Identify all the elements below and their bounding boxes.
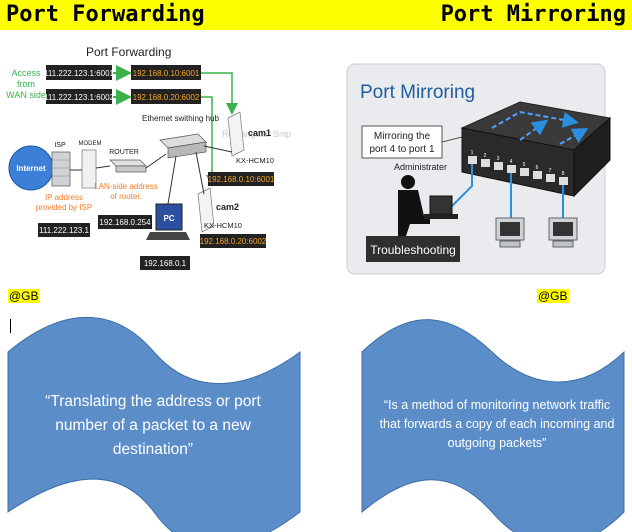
pm-callout [361,125,443,159]
lan-note-1: LAN-side address [94,182,158,191]
modem-device [81,149,97,189]
router-device [109,159,147,167]
pc-screen [155,203,183,231]
isp-note-1: IP address [45,193,83,202]
isp-note-2: provided by ISP [36,203,92,212]
definition-left: “Translating the address or port number … [45,393,261,458]
lan1-text: 192.168.0.10:6001 [133,69,200,78]
svg-text:7: 7 [549,168,552,174]
route-to-cam1 [201,72,238,115]
port-mirroring-diagram: Port Mirroring Mirroring the port 4 to p… [346,63,612,275]
pc-keyboard [146,232,190,240]
router-label: ROUTER [109,149,139,156]
port-mirroring-title: Port Mirroring [440,2,626,27]
pm-mirror-arrow-1 [491,110,579,129]
cam2-device [197,187,215,233]
lan1-box [131,65,201,80]
wan2-box [46,89,112,104]
wan1-text: 111.222.123.1:6001 [44,69,115,78]
credit-left: @GB [8,289,40,303]
pf-heading: Port Forwarding [86,45,171,59]
router-hub-cable [145,153,167,169]
pm-admin-head [401,175,415,189]
definition-right: “Is a method of monitoring network traff… [379,398,615,450]
svg-text:4: 4 [510,159,513,165]
definition-wave-right [361,319,625,532]
text-cursor [10,319,11,333]
lan-note-2: of router. [110,192,142,201]
cam1-device [227,111,245,157]
modem-router-cable [95,165,111,169]
svg-text:8: 8 [562,171,565,177]
cam2-model: KX-HCM10 [204,221,242,230]
pm-admin-body [398,190,430,236]
wan1-box [46,65,112,80]
port-forwarding-diagram: Port Forwarding Access from WAN side 111… [6,45,291,270]
pm-troubleshooting: Troubleshooting [370,243,456,257]
hub-cam1-cable [203,145,233,153]
cam1-model: KX-HCM10 [236,156,274,165]
cam1-ip: 192.168.0.10:6001 [208,175,275,184]
pm-mirror-arrow-2 [519,119,549,141]
modem-label: MODEM [79,141,102,147]
route-to-cam2 [201,96,218,187]
access-label-3: WAN side [6,90,46,100]
cam1-ip-box [208,172,274,186]
isp-ip-box [38,223,90,237]
cam2-ip-box [200,234,266,248]
access-label-1: Access [11,68,41,78]
svg-text:3: 3 [497,156,500,162]
port-forwarding-title: Port Forwarding [6,2,205,27]
isp-label: ISP [54,142,66,149]
pm-cable-admin [449,164,473,209]
hub-label: Ethernet swithing hub [142,114,219,123]
pm-callout-2: port 4 to port 1 [369,144,434,155]
svg-text:5: 5 [523,162,526,168]
svg-text:2: 2 [484,153,487,159]
pm-callout-1: Mirroring the [374,131,431,142]
definition-wave-left [7,317,301,532]
pm-mirror-arrow-3 [559,128,589,145]
lan2-box [131,89,201,104]
isp-ip: 111.222.123.1 [39,226,90,235]
isp-building [51,151,71,187]
pm-switch-side [573,116,611,198]
cam1-label: cam1 [248,128,271,138]
cam2-label: cam2 [216,202,239,212]
pm-heading: Port Mirroring [360,82,475,103]
hub-cam2-cable [195,151,205,195]
router-ip: 192.168.0.254 [99,218,151,227]
pm-admin-label: Administrater [394,162,447,172]
pc-ip-box [140,256,190,270]
pc-label: PC [163,214,174,223]
hub-pc-cable [167,155,177,205]
pm-admin-monitor [429,195,453,215]
internet-label: Internet [16,164,46,173]
svg-text:6: 6 [536,165,539,171]
credit-right: @GB [537,289,569,303]
pm-troubleshooting-box [366,236,460,262]
lan2-text: 192.168.0.20:6002 [133,93,200,102]
svg-text:1: 1 [471,150,474,156]
title-bar [0,0,632,30]
cam2-ip: 192.168.0.20:6002 [200,237,267,246]
snip-watermark: Rectangular Snip [222,129,291,139]
pc-ip: 192.168.0.1 [144,259,187,268]
router-ip-box [98,215,152,229]
pm-ports: 1 2 3 4 5 6 7 8 [468,150,568,185]
access-label-2: from [17,79,35,89]
wan2-text: 111.222.123.1:6002 [44,93,115,102]
